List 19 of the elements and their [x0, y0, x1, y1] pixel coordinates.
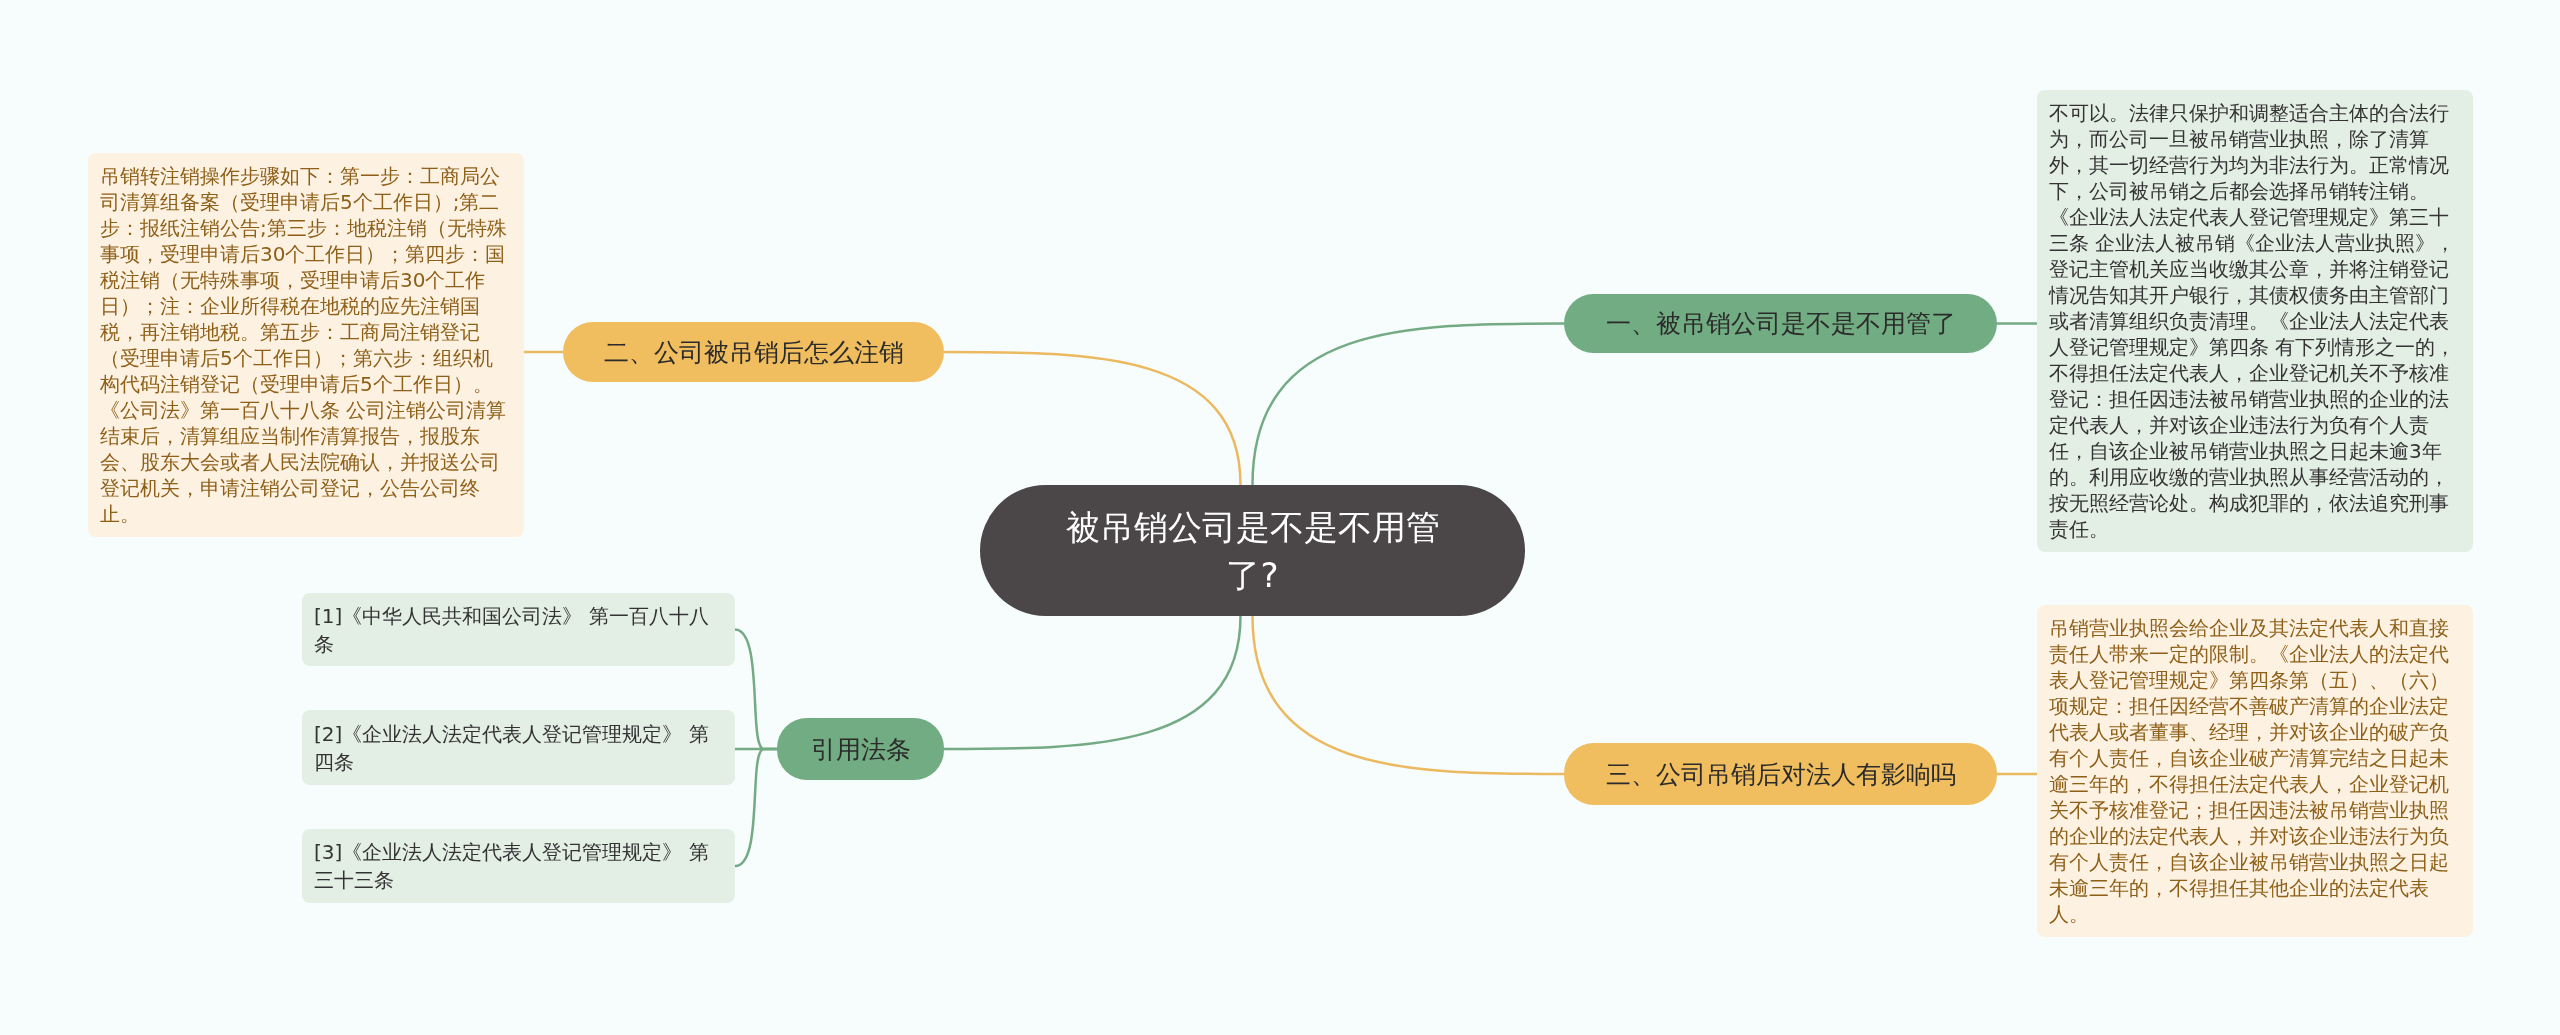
- branch-topic: 一、被吊销公司是不是不用管了: [1564, 294, 1997, 353]
- connector-line: [734, 747, 777, 868]
- connector-line: [1997, 322, 2037, 325]
- branch-topic: 三、公司吊销后对法人有影响吗: [1564, 743, 1997, 805]
- connector-line: [1997, 772, 2037, 776]
- reference-card: [1]《中华人民共和国公司法》 第一百八十八条: [302, 593, 735, 666]
- connector-line: [524, 350, 563, 354]
- branch-topic: 引用法条: [777, 718, 944, 780]
- central-topic: 被吊销公司是不是不用管了?: [980, 485, 1525, 616]
- note-card: 不可以。法律只保护和调整适合主体的合法行为，而公司一旦被吊销营业执照，除了清算外，其一切经营行为均为非法行为。正常情况下，公司被吊销之后都会选择吊销转注销。《企业法人法定代表人登记管理规定》第三十三条 企业法人被吊销《企业法人营业执照》，登记主管机关应当收缴其公章，并将注销登记情况告知其开户银行，其债权债务由主管部门或者清算组织负责清理。《企业法人法定代表人登记管理规定》第四条 有下列情形之一的，不得担任法定代表人，企业登记机关不予核准登记：担任因违法被吊销营业执照的企业的法定代表人，并对该企业违法行为负有个人责任，自该企业被吊销营业执照之日起未逾3年的。利用应收缴的营业执照从事经营活动的，按无照经营论处。构成犯罪的，依法追究刑事责任。: [2037, 90, 2473, 552]
- note-card: 吊销转注销操作步骤如下：第一步：工商局公司清算组备案（受理申请后5个工作日）;第二步：报纸注销公告;第三步：地税注销（无特殊事项，受理申请后30个工作日）；第四步：国税注销（无特殊事项，受理申请后30个工作日）；注：企业所得税在地税的应先注销国税，再注销地税。第五步：工商局注销登记（受理申请后5个工作日）；第六步：组织机构代码注销登记（受理申请后5个工作日）。《公司法》第一百八十八条 公司注销公司清算结束后，清算组应当制作清算报告，报股东会、股东大会或者人民法院确认，并报送公司登记机关，申请注销公司登记，公告公司终止。: [88, 153, 524, 537]
- reference-card: [3]《企业法人法定代表人登记管理规定》 第三十三条: [302, 829, 735, 903]
- reference-card: [2]《企业法人法定代表人登记管理规定》 第四条: [302, 710, 735, 785]
- connector-line: [1251, 615, 1564, 776]
- branch-topic: 二、公司被吊销后怎么注销: [563, 322, 944, 382]
- connector-line: [1251, 322, 1564, 486]
- connector-line: [944, 350, 1242, 486]
- connector-line: [944, 615, 1242, 751]
- note-card: 吊销营业执照会给企业及其法定代表人和直接责任人带来一定的限制。《企业法人的法定代表人登记管理规定》第四条第（五）、（六）项规定：担任因经营不善破产清算的企业法定代表人或者董事、经理，并对该企业的破产负有个人责任，自该企业破产清算完结之日起未逾三年的，不得担任法定代表人，企业登记机关不予核准登记；担任因违法被吊销营业执照的企业的法定代表人，并对该企业违法行为负有个人责任，自该企业被吊销营业执照之日起未逾三年的，不得担任其他企业的法定代表人。: [2037, 605, 2473, 937]
